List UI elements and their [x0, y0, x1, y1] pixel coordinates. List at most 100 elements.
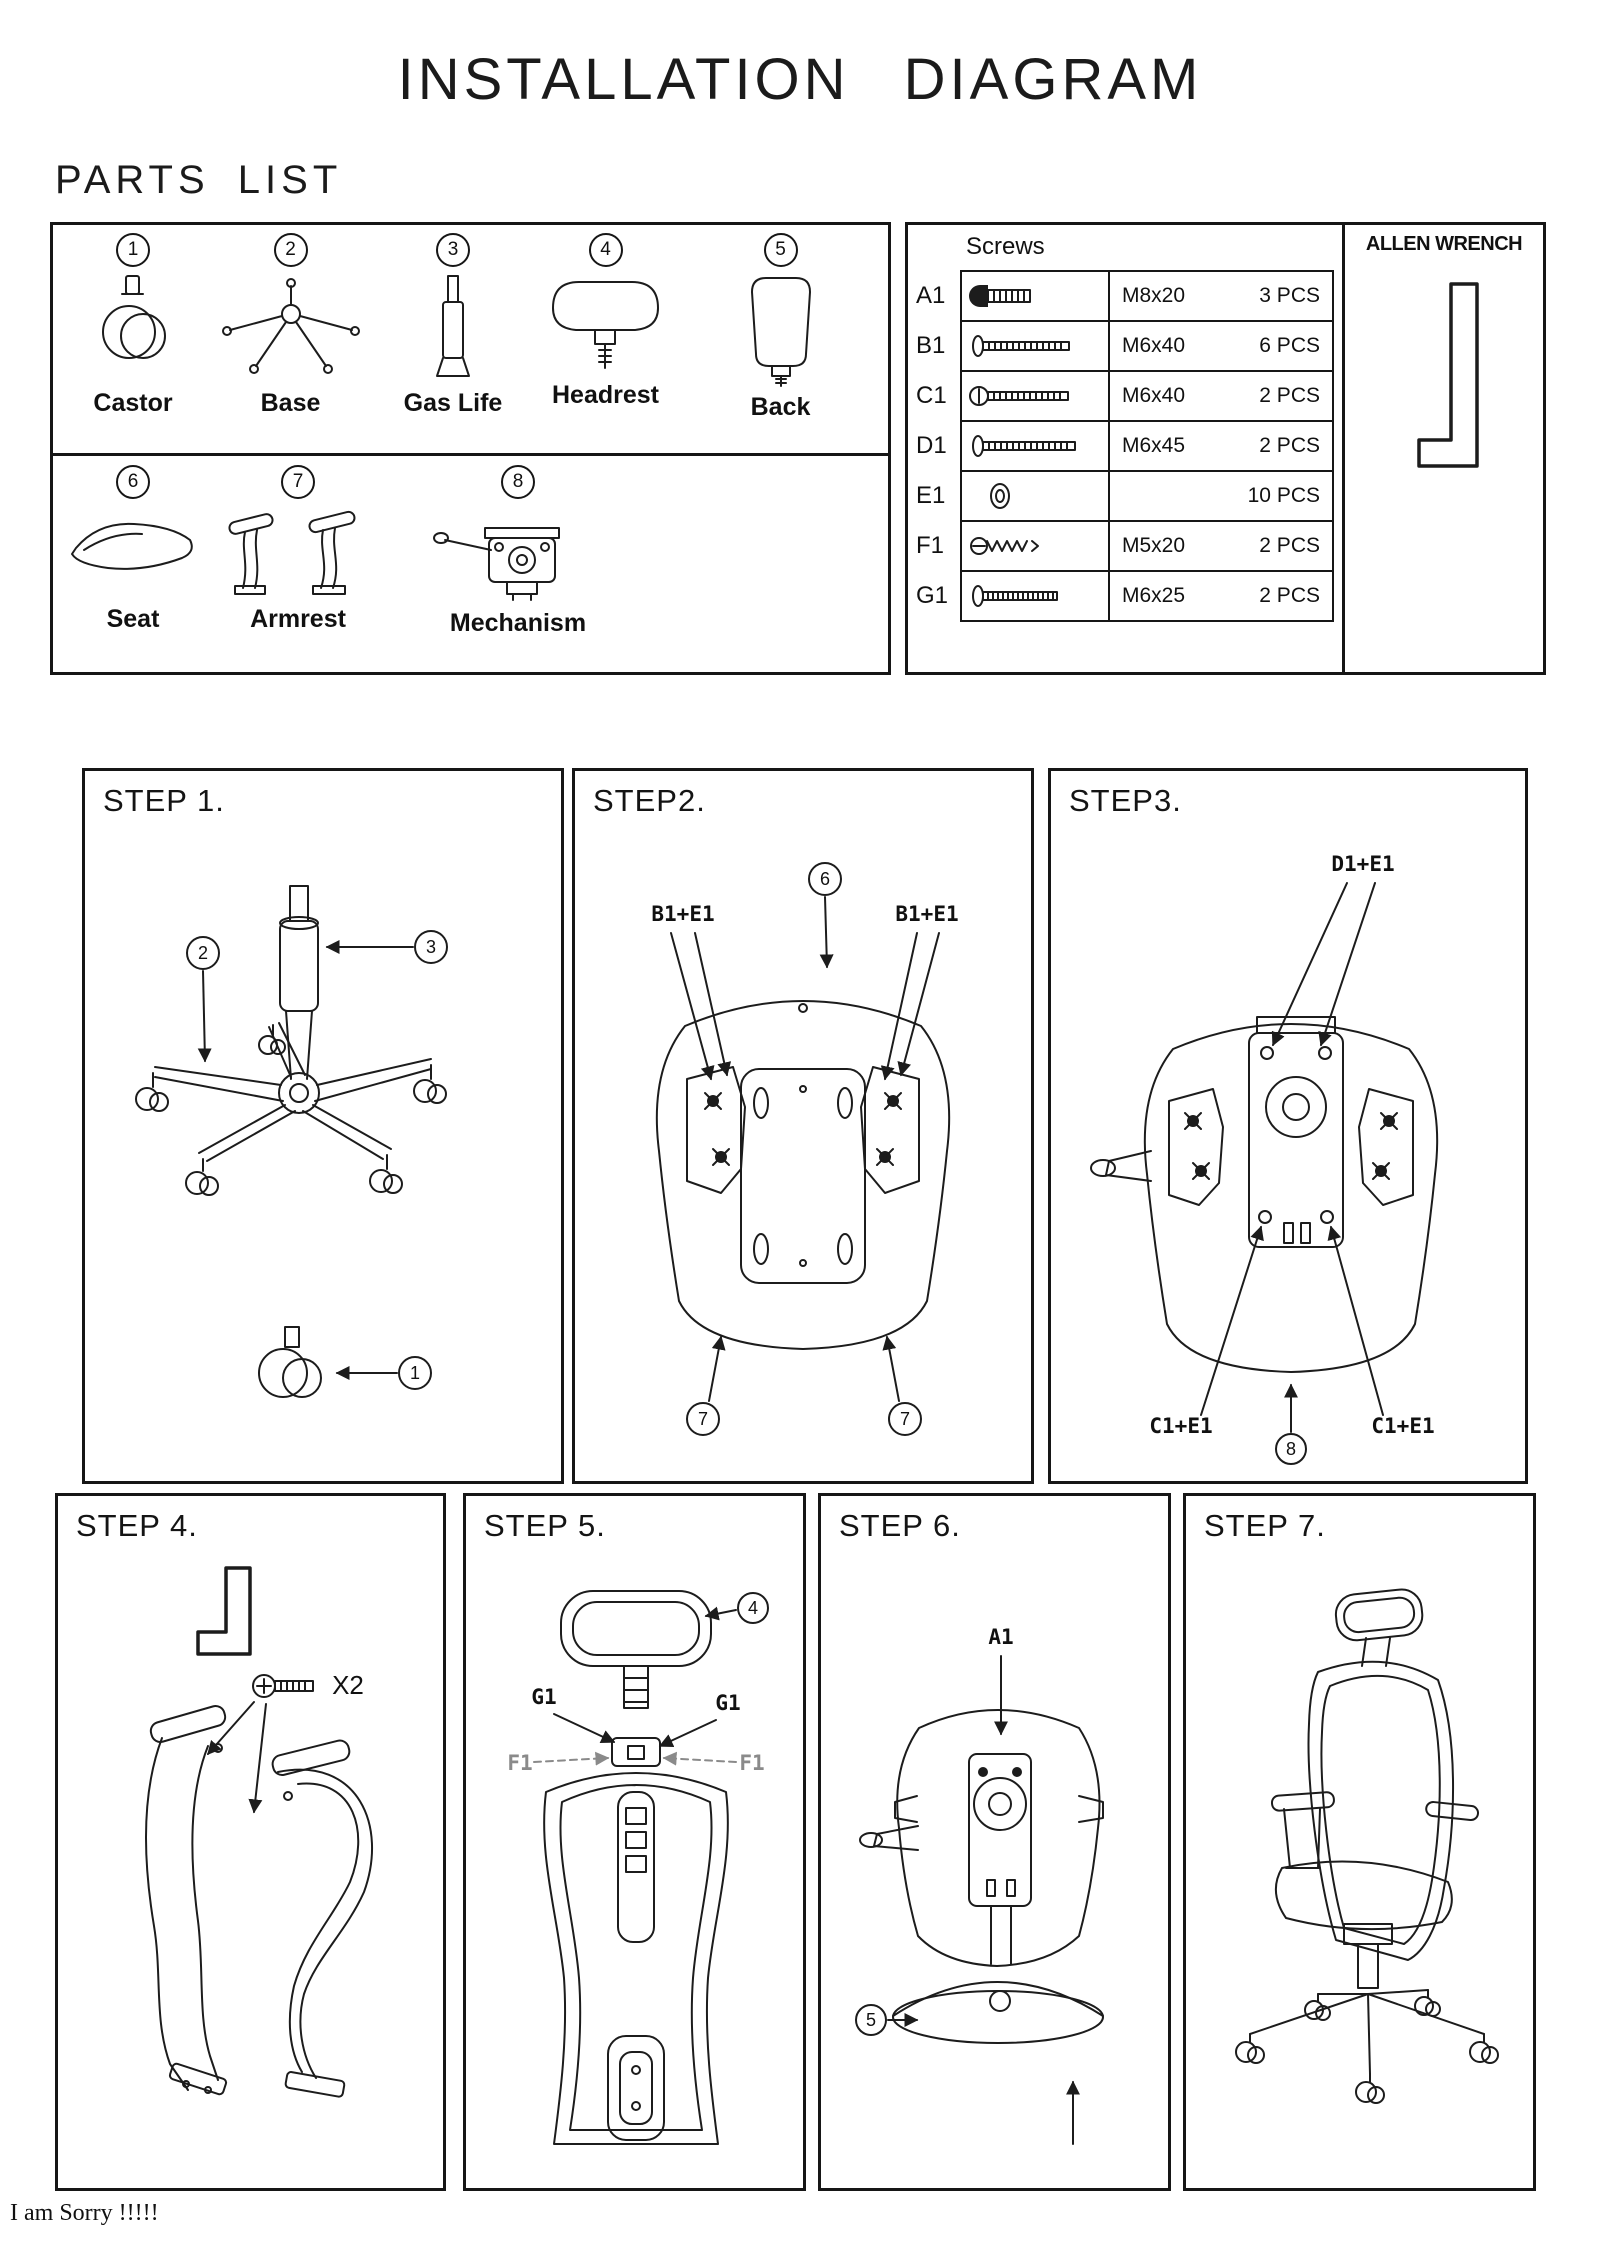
screw-id-a1: A1 — [916, 282, 946, 309]
step6-box: STEP 6. A1 — [818, 1493, 1171, 2191]
step5-drawing: 4 G1 G1 F1 F1 — [507, 1590, 769, 2145]
screw-spec-f1: M5x20 — [1122, 534, 1186, 557]
step1-gas-lift — [279, 885, 319, 1080]
step2-callout-seat: 6 — [808, 862, 842, 969]
step4-screw — [252, 1674, 314, 1698]
screw-spec-d1: M6x45 — [1122, 434, 1186, 457]
step5-back-frame — [543, 1772, 729, 2145]
parts-box-divider — [50, 453, 891, 456]
step2-armrest-number-right: 7 — [900, 1409, 910, 1429]
step5-headrest-number: 4 — [748, 1598, 758, 1618]
step2-title: STEP2. — [593, 783, 706, 818]
screw-icon-a1 — [960, 270, 1110, 322]
step7-headrest — [1334, 1588, 1424, 1642]
part-label-back: Back — [750, 393, 811, 421]
step1-castor-number: 1 — [410, 1363, 420, 1383]
part-label-headrest: Headrest — [552, 381, 659, 409]
step6-back-number: 5 — [866, 2010, 876, 2030]
step5-title: STEP 5. — [484, 1508, 606, 1543]
step4-allen-wrench — [196, 1566, 252, 1656]
screw-qty-f1: 2 PCS — [1259, 534, 1320, 557]
part-number-mechanism: 8 — [501, 465, 535, 499]
screw-icon-g1 — [960, 570, 1110, 622]
screw-row-e1: E1 10 PCS — [916, 470, 1336, 522]
part-label-armrest: Armrest — [250, 605, 346, 633]
step6-screw-label-top: A1 — [988, 1625, 1013, 1649]
step5-g1-label-left: G1 — [531, 1685, 556, 1709]
part-item-seat: 6 Seat — [63, 465, 203, 634]
part-number-armrest: 7 — [281, 465, 315, 499]
step4-box: STEP 4. X2 — [55, 1493, 446, 2191]
screw-spec-b1: M6x40 — [1122, 334, 1186, 357]
part-number-headrest: 4 — [588, 233, 623, 267]
allen-wrench-label: ALLEN WRENCH — [1365, 233, 1523, 255]
step3-title: STEP3. — [1069, 783, 1182, 818]
step2-screw-label-left: B1+E1 — [651, 902, 714, 926]
step7-drawing — [1235, 1588, 1499, 2104]
step1-callout-base: 2 — [186, 936, 220, 1063]
screw-icon-d1 — [960, 420, 1110, 472]
step6-callout-screw-top: A1 — [988, 1625, 1014, 1736]
part-item-armrest: 7 Armrest — [213, 465, 383, 634]
step5-callout-g1-right: G1 — [658, 1691, 741, 1748]
step1-title: STEP 1. — [103, 783, 225, 818]
step5-bracket — [611, 1737, 661, 1767]
allen-wrench-icon — [1417, 282, 1479, 468]
step3-armrest-bracket-right — [1358, 1088, 1414, 1206]
part-number-back: 5 — [763, 233, 798, 267]
step3-screw-label-top: D1+E1 — [1331, 852, 1394, 876]
step7-armrest-right — [1425, 1801, 1480, 1821]
screw-spec-g1: M6x25 — [1122, 584, 1186, 607]
step6-base-dome — [892, 1905, 1104, 2044]
step5-callout-f1-left: F1 — [507, 1751, 610, 1775]
mechanism-icon — [432, 527, 560, 601]
part-label-castor: Castor — [93, 389, 173, 417]
screw-qty-c1: 2 PCS — [1259, 384, 1320, 407]
step1-gas-lift-number: 3 — [426, 937, 436, 957]
screw-id-e1: E1 — [916, 482, 946, 509]
part-item-back: 5 Back — [698, 233, 863, 422]
part-number-gas-lift: 3 — [436, 233, 470, 267]
screw-spec-cell-a1: M8x20 3 PCS — [1108, 270, 1334, 322]
step3-drawing: D1+E1 C1+E1 C1+E1 8 — [1090, 852, 1439, 1465]
step3-seat-underside — [1143, 1023, 1439, 1373]
step3-screw-label-bottom-right: C1+E1 — [1371, 1414, 1434, 1438]
page-title: INSTALLATION DIAGRAM — [397, 47, 1203, 112]
castor-icon — [102, 275, 166, 359]
screw-spec-cell-e1: 10 PCS — [1108, 470, 1334, 522]
headrest-icon — [552, 281, 659, 369]
base-icon — [221, 278, 360, 374]
screw-icon-c1 — [960, 370, 1110, 422]
step4-armrest-right — [271, 1739, 373, 2098]
screw-id-f1: F1 — [916, 532, 945, 559]
part-label-base: Base — [260, 389, 321, 417]
screw-id-c1: C1 — [916, 382, 947, 409]
step5-callout-f1-right: F1 — [662, 1751, 765, 1775]
back-icon — [750, 277, 811, 387]
screw-icon-f1 — [960, 520, 1110, 572]
screw-qty-a1: 3 PCS — [1259, 284, 1320, 307]
step7-gas-lift — [1343, 1923, 1393, 1989]
step2-armrest-number-left: 7 — [698, 1409, 708, 1429]
part-item-base: 2 Base — [208, 233, 373, 418]
screws-box: Screws A1 M8x20 3 PCS B1 — [905, 222, 1546, 675]
step3-mechanism-number: 8 — [1286, 1439, 1296, 1459]
gas-lift-icon — [436, 275, 470, 377]
armrest-icon — [228, 510, 356, 595]
step1-box: STEP 1. — [82, 768, 564, 1484]
step3-screw-label-bottom-left: C1+E1 — [1149, 1414, 1212, 1438]
allen-wrench-panel: ALLEN WRENCH — [1342, 225, 1543, 672]
step4-title: STEP 4. — [76, 1508, 198, 1543]
step2-callout-screws-right: B1+E1 — [880, 902, 959, 1081]
step5-g1-label-right: G1 — [715, 1691, 740, 1715]
step5-callout-g1-left: G1 — [531, 1685, 616, 1744]
part-label-seat: Seat — [106, 605, 160, 633]
parts-list-box: 1 Castor 2 Base 3 Gas Lif — [50, 222, 891, 675]
step1-loose-castor — [258, 1326, 322, 1398]
step7-back — [1307, 1660, 1455, 1961]
part-item-castor: 1 Castor — [63, 233, 203, 418]
step6-callout-back: 5 — [855, 2004, 919, 2036]
step2-seat-number: 6 — [820, 869, 830, 889]
screw-spec-a1: M8x20 — [1122, 284, 1186, 307]
seat-icon — [71, 522, 193, 570]
